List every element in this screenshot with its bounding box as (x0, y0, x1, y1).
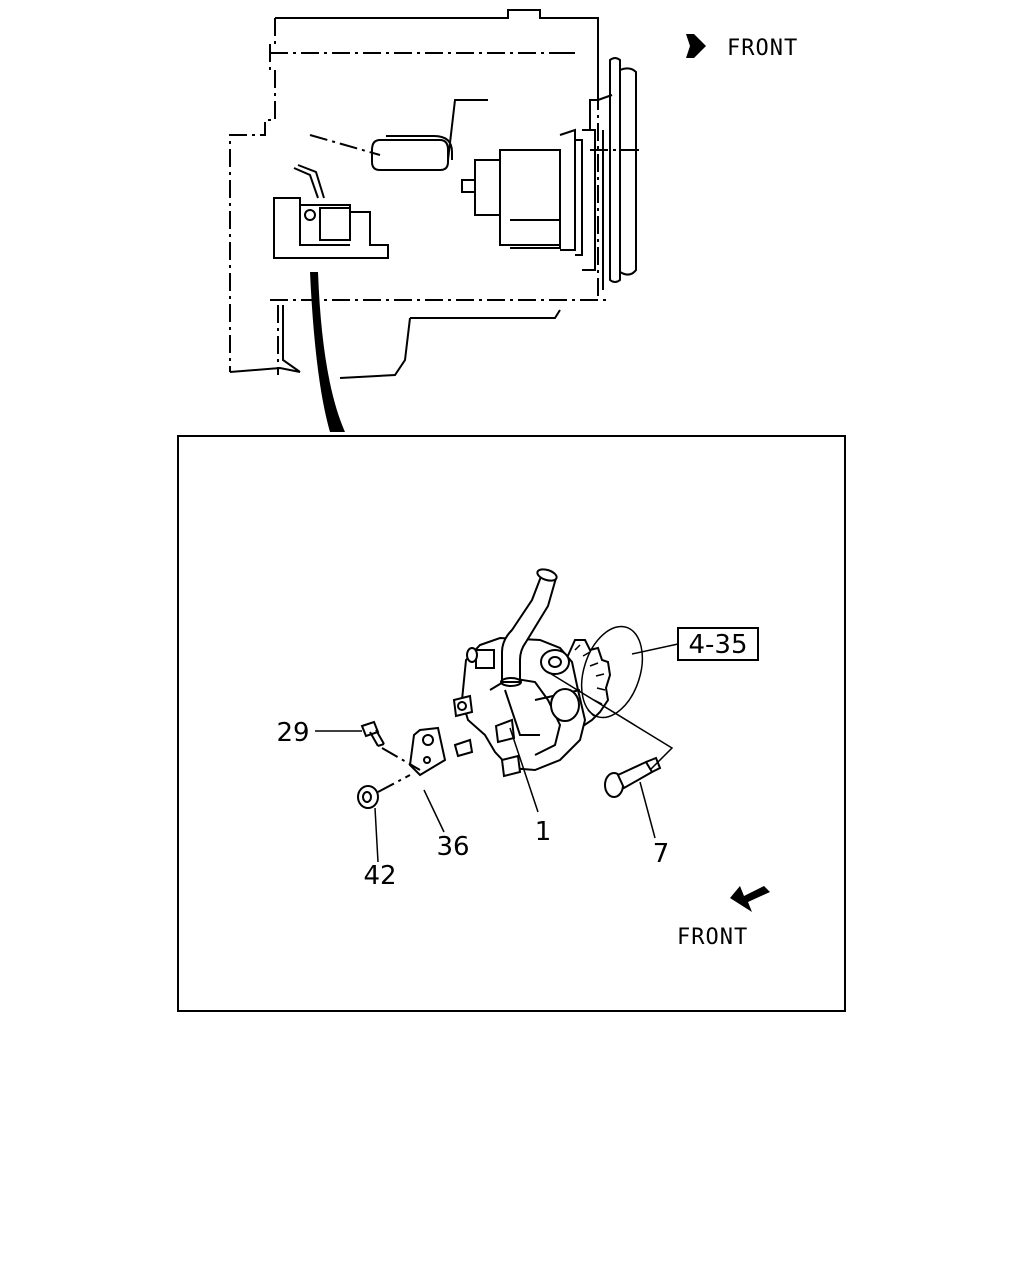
nut-part-42 (357, 774, 411, 809)
top-front-label: FRONT (727, 36, 798, 61)
ref-box-label: 4-35 (688, 630, 747, 660)
label-part-1: 1 (535, 817, 552, 847)
callout-leaders (315, 643, 679, 863)
arrow-right-icon (686, 34, 706, 58)
engine-overview (229, 9, 640, 432)
label-part-42: 42 (363, 861, 396, 891)
bracket-part (408, 726, 447, 777)
gasket-ring (580, 625, 644, 719)
vacuum-pump-assembly (452, 568, 644, 778)
drive-gear (565, 639, 612, 729)
bottom-front-label: FRONT (677, 925, 748, 950)
arrow-down-left-icon (730, 886, 770, 912)
bottom-front-indicator: FRONT (677, 886, 770, 950)
ref-callout-4-35: 4-35 (677, 627, 759, 661)
label-part-36: 36 (436, 832, 469, 862)
label-part-7: 7 (653, 839, 670, 869)
bolt-part-7 (604, 756, 662, 798)
top-front-indicator: FRONT (686, 34, 798, 61)
label-part-29: 29 (276, 718, 309, 748)
bolt-part-29 (360, 720, 421, 771)
detail-frame (177, 435, 846, 1012)
